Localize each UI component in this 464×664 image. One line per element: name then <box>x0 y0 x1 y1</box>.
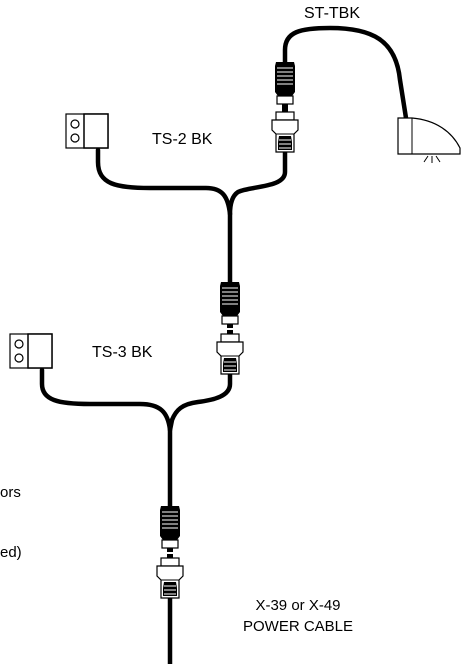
upper-trunk-cable <box>227 149 288 285</box>
partial-note-line2: ed) <box>0 544 22 561</box>
st-tbk-label: ST-TBK <box>304 5 360 22</box>
lower-male-connector-icon <box>159 505 181 553</box>
power-cable-label-line1: X-39 or X-49 <box>255 597 340 614</box>
st-tbk-cable <box>282 25 409 121</box>
middle-female-connector-icon <box>216 329 244 375</box>
ts3-branch-cable <box>39 367 173 433</box>
power-cable-label-line2: POWER CABLE <box>243 618 353 635</box>
ts2-branch-cable <box>95 147 233 217</box>
st-tbk-male-connector-icon <box>274 61 296 109</box>
lower-female-connector-icon <box>156 553 184 599</box>
middle-trunk-cable <box>167 371 233 509</box>
ts2-bk-label: TS-2 BK <box>152 131 213 148</box>
ts3-sensor-box-icon <box>9 333 53 369</box>
ts2-sensor-box-icon <box>65 113 109 149</box>
middle-male-connector-icon <box>219 281 241 329</box>
stop-light-head-icon <box>397 117 461 163</box>
st-tbk-female-connector-icon <box>271 107 299 153</box>
partial-note-line1: ors <box>0 484 21 501</box>
ts3-bk-label: TS-3 BK <box>92 344 153 361</box>
